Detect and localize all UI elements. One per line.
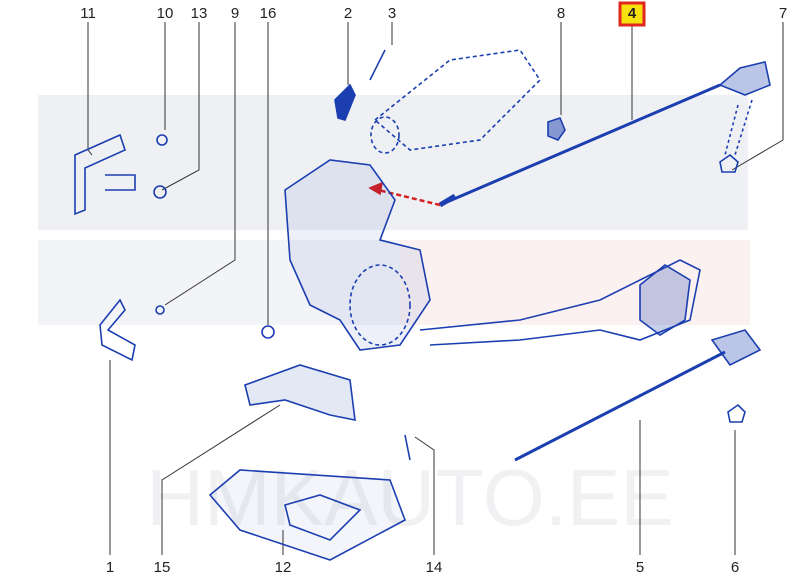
callout-6[interactable]: 6 [730, 559, 740, 576]
parts [74, 49, 771, 561]
watermark [38, 95, 750, 325]
callout-1[interactable]: 1 [105, 559, 115, 576]
callout-5[interactable]: 5 [635, 559, 645, 576]
callout-8[interactable]: 8 [556, 5, 566, 22]
callout-9[interactable]: 9 [230, 5, 240, 22]
highlighted-callout-box [618, 1, 646, 27]
callout-4-highlighted[interactable]: 4 [627, 5, 637, 22]
callout-3[interactable]: 3 [387, 5, 397, 22]
callout-10[interactable]: 10 [156, 5, 174, 22]
callout-12[interactable]: 12 [274, 559, 292, 576]
callout-16[interactable]: 16 [259, 5, 277, 22]
callout-11[interactable]: 11 [80, 5, 96, 22]
svg-text:HMKAUTO.EE: HMKAUTO.EE [146, 453, 674, 542]
callout-2[interactable]: 2 [343, 5, 353, 22]
callout-15[interactable]: 15 [153, 559, 171, 576]
callout-13[interactable]: 13 [190, 5, 208, 22]
callout-14[interactable]: 14 [425, 559, 443, 576]
callout-7[interactable]: 7 [778, 5, 788, 22]
